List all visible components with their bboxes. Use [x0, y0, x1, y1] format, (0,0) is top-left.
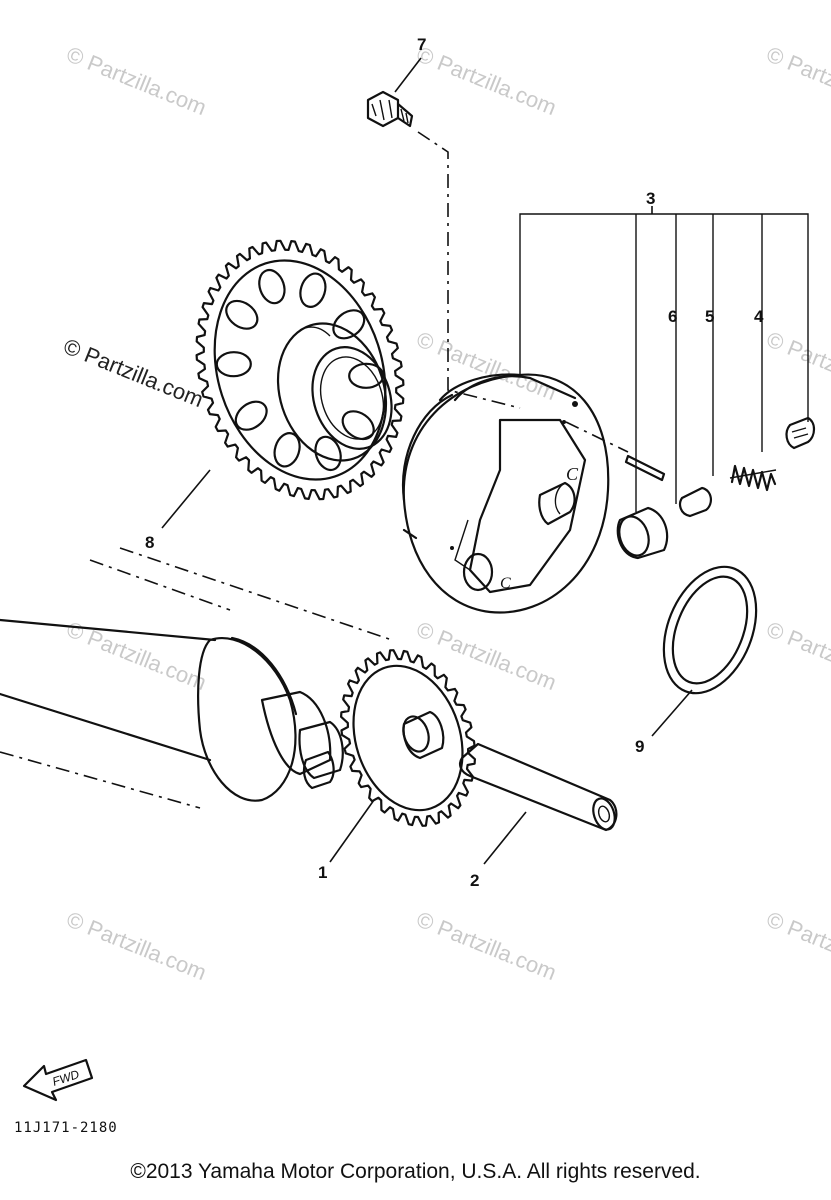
- part-8-starter-wheel-gear: [195, 239, 405, 501]
- clutch-pin-axis: [565, 421, 629, 453]
- callout-4: 4: [754, 307, 764, 326]
- part-3-starter-clutch-assembly: C C: [401, 373, 610, 614]
- callout-5: 5: [705, 307, 714, 326]
- watermark: © Partzilla.com: [763, 41, 831, 120]
- part-7-bolt: [366, 90, 414, 128]
- callout-7: 7: [417, 35, 426, 54]
- part-3-bracket: [519, 213, 809, 512]
- gear-8-hole: [258, 268, 286, 305]
- watermark-dark: © Partzilla.com: [60, 333, 207, 412]
- callout-1: 1: [318, 863, 327, 882]
- watermark: © Partzilla.com: [763, 906, 831, 985]
- part-7-leader: [394, 57, 422, 93]
- gear-8-hole: [299, 272, 327, 308]
- part-6-roller: [616, 506, 669, 560]
- copyright-notice: ©2013 Yamaha Motor Corporation, U.S.A. A…: [130, 1160, 701, 1183]
- gear-8-hole: [215, 351, 252, 378]
- clutch-mark-c: C: [500, 575, 511, 592]
- part-3-pin: [624, 454, 666, 482]
- gear-8-hole: [332, 309, 366, 340]
- diagram-code: 11J171-2180: [14, 1120, 118, 1136]
- watermark: © Partzilla.com: [413, 41, 560, 120]
- callout-2: 2: [470, 871, 479, 890]
- part-5-plunger: [679, 486, 712, 518]
- callout-3: 3: [646, 189, 655, 208]
- part-9-leader: [651, 689, 693, 737]
- watermark: © Partzilla.com: [63, 41, 210, 120]
- callout-6: 6: [668, 307, 677, 326]
- callout-8: 8: [145, 533, 154, 552]
- part-1-leader: [329, 799, 375, 863]
- watermark: © Partzilla.com: [413, 326, 560, 405]
- watermark-layer: © Partzilla.com © Partzilla.com © Partzi…: [63, 41, 831, 985]
- watermark: © Partzilla.com: [763, 326, 831, 405]
- crankshaft-rotor: [0, 547, 393, 809]
- gear-8-hole: [234, 400, 268, 431]
- watermark: © Partzilla.com: [413, 906, 560, 985]
- gear-8-hole: [225, 299, 259, 330]
- clutch-mark-c: C: [566, 464, 579, 484]
- gear-8-hole: [314, 435, 342, 472]
- part-9-washer: [662, 565, 758, 695]
- fwd-arrow-icon: FWD: [22, 1058, 94, 1102]
- watermark: © Partzilla.com: [63, 906, 210, 985]
- part-2-shaft: [459, 742, 618, 832]
- part-7-axis-line: [417, 131, 521, 409]
- part-4-spring: [729, 464, 777, 492]
- watermark: © Partzilla.com: [763, 616, 831, 695]
- callout-9: 9: [635, 737, 644, 756]
- part-8-leader: [161, 469, 211, 529]
- part-3-cap: [785, 416, 816, 450]
- gear-8-hole: [273, 432, 301, 468]
- part-1-idle-gear: [340, 649, 476, 827]
- part-2-leader: [483, 811, 527, 865]
